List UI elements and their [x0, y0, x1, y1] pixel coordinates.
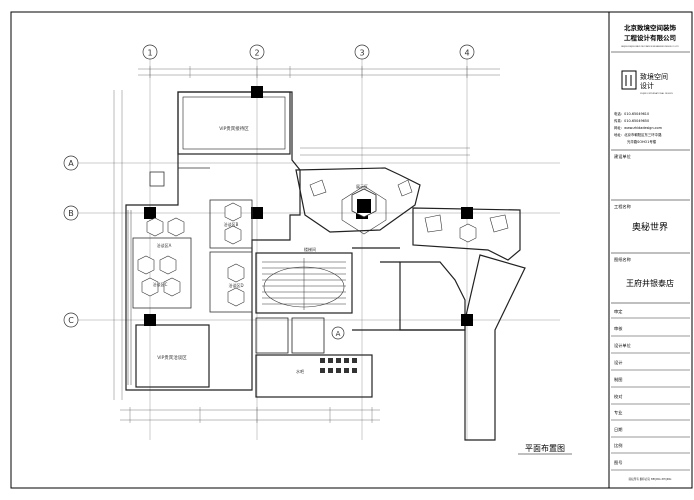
company-address: 地址：北京市朝阳区东三环中路	[614, 132, 662, 137]
row-label-design-unit: 设计单位	[614, 342, 631, 349]
dimension-lines	[113, 68, 500, 421]
row-label-date: 日期	[614, 427, 622, 433]
right-corridor-outline	[464, 254, 526, 441]
grid-bubbles-columns: 1 2 3 4	[142, 44, 475, 60]
room-label-vip-top: VIP贵宾接待区	[219, 125, 249, 132]
drawing-label: 图纸名称	[614, 256, 631, 263]
central-pavilion-outline	[295, 167, 421, 233]
row-label-drawing-no: 图号	[614, 460, 622, 466]
stair-block	[255, 252, 353, 314]
plan-title: 平面布置图	[525, 443, 565, 453]
room-label-center: 展示区	[356, 183, 368, 189]
company-name-line1: 北京致境空间装饰	[624, 23, 677, 32]
room-label-reception-d: 洽谈区D	[228, 282, 243, 288]
left-facade-glazing	[127, 210, 132, 385]
section-marker-label: A	[336, 330, 341, 338]
title-block-footer: 版权所有 翻印必究 BEIJING ZHIJING	[629, 477, 672, 481]
row-label-discipline: 专业	[614, 409, 622, 416]
project-name: 奥秘世界	[632, 221, 668, 233]
logo-en: ZHIJING INTERNATIONAL DESIGN	[640, 92, 673, 95]
client-label: 建设单位	[614, 153, 631, 160]
grid-label-row-a: A	[68, 159, 74, 168]
room-label-reception-b: 洽谈区B	[224, 221, 239, 227]
vip-room-top-outline	[177, 91, 291, 155]
title-block: 北京致境空间装饰 工程设计有限公司 BEIJING ZHIJING SPACE …	[608, 11, 693, 489]
stair-well	[263, 266, 345, 308]
room-label-reception-c: 洽谈区C	[153, 281, 168, 287]
stair-treads	[262, 258, 346, 310]
column-2-b	[251, 207, 263, 219]
project-label: 工程名称	[614, 203, 631, 210]
room-label-cafe: 水吧	[296, 368, 304, 374]
walls	[125, 91, 526, 441]
company-name-en: BEIJING ZHIJING SPACE DECORATION ENGINEE…	[621, 45, 679, 48]
right-display-fixtures	[309, 179, 509, 233]
cafe-seating	[320, 358, 357, 373]
company-fax: 传真：010-65049650	[614, 118, 649, 123]
room-label-reception-a: 洽谈区A	[157, 242, 172, 248]
grid-label-row-b: B	[68, 209, 74, 218]
left-wing-outline	[125, 91, 301, 391]
logo-text-1: 致境空间	[640, 72, 668, 81]
room-label-vip-bottom: VIP贵宾洽谈区	[157, 354, 187, 361]
company-name-line2: 工程设计有限公司	[624, 33, 676, 42]
grid-label-row-c: C	[68, 316, 74, 325]
column-2-top	[251, 86, 263, 98]
grid-label-col-3: 3	[359, 49, 364, 58]
dimension-ticks	[129, 66, 468, 423]
drawing-name: 王府井银泰店	[626, 278, 674, 288]
row-label-scale: 比例	[614, 442, 622, 449]
column-4-c	[461, 314, 473, 326]
grid-bubbles-rows: A B C	[63, 155, 79, 328]
pavilion-centerpiece	[357, 199, 371, 213]
grid-label-col-2: 2	[254, 49, 259, 58]
grid-label-col-4: 4	[464, 49, 469, 58]
room-label-stair: 楼梯间	[304, 246, 316, 252]
company-web: 网址：www.zhidadesign.com	[614, 125, 663, 130]
company-tel: 电话：010-65049610	[614, 111, 649, 116]
row-label-check: 校对	[614, 393, 622, 400]
sheet-border	[10, 11, 693, 489]
cafe-room-outline	[255, 354, 373, 398]
partitions	[132, 167, 253, 313]
right-display-outline	[412, 207, 521, 261]
row-label-design: 设计	[614, 359, 622, 366]
row-label-review: 审核	[614, 325, 623, 332]
row-label-drafting: 制图	[614, 376, 622, 383]
section-marker	[331, 326, 345, 340]
column-4-b	[461, 207, 473, 219]
pavilion-hex-ring	[341, 185, 387, 235]
row-label-approve: 审定	[614, 308, 622, 315]
column-1-c	[144, 314, 156, 326]
grid-label-col-1: 1	[147, 49, 152, 58]
vip-room-bottom-outline	[135, 324, 210, 388]
logo-text-2: 设计	[640, 81, 654, 90]
structural-columns	[144, 86, 473, 326]
company-logo-mark	[621, 70, 637, 90]
grid-axes	[78, 58, 560, 440]
company-address-2: 光华路SOHO1号楼	[627, 139, 657, 144]
column-1-b	[144, 207, 156, 219]
title-block-rows: 审定 审核 设计单位 设计 制图 校对 专业 日期 比例 图号	[611, 308, 690, 471]
